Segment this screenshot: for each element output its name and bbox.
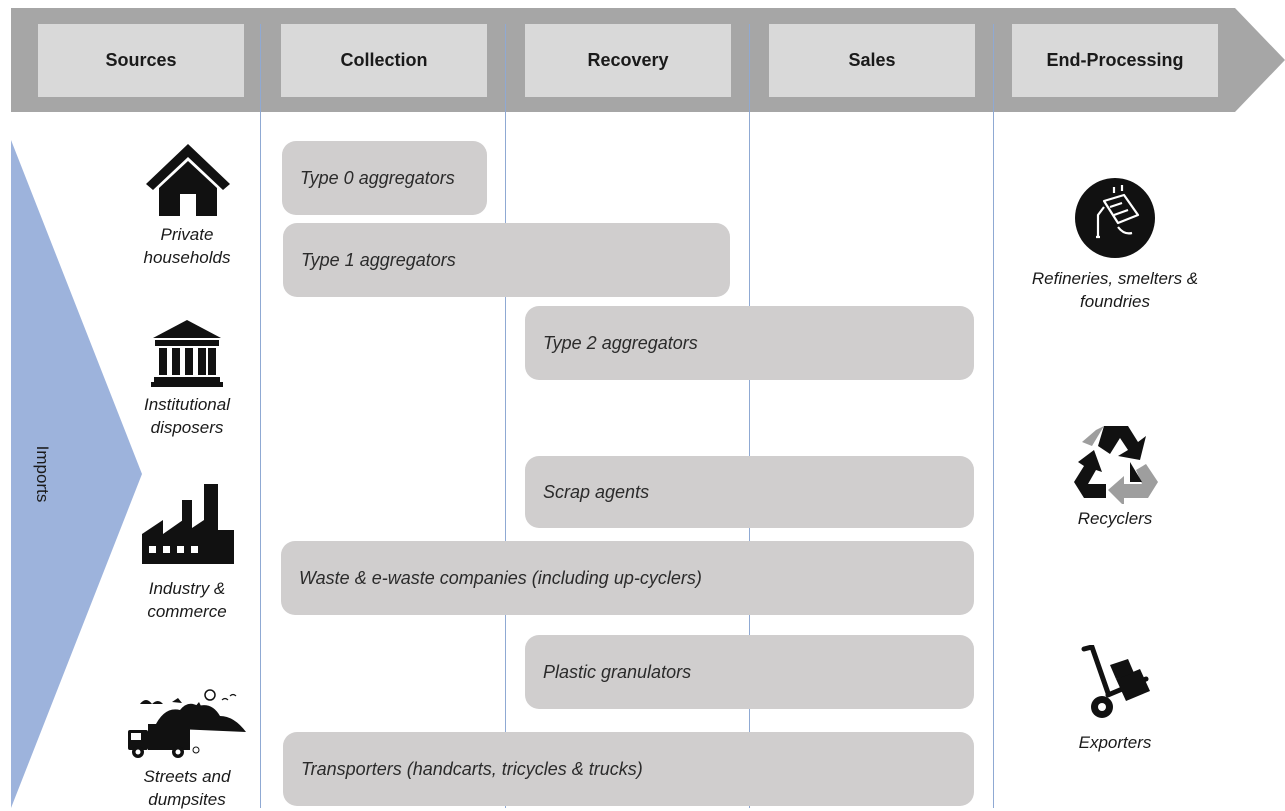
imports-triangle (11, 140, 142, 808)
source-label-streets-dumpsites: Streets and dumpsites (143, 767, 231, 809)
recycle-icon (1074, 426, 1158, 504)
actor-type-2-aggregators: Type 2 aggregators (525, 306, 974, 380)
end-label-recyclers: Recyclers (1077, 509, 1153, 528)
smelter-crucible-icon (1075, 178, 1155, 258)
actor-type-1-aggregators: Type 1 aggregators (283, 223, 730, 297)
end-label-refineries: Refineries, smelters & foundries (1031, 269, 1199, 311)
hand-truck-icon (1081, 645, 1150, 718)
house-icon (146, 144, 230, 216)
source-label-institutional-disposers: Institutional disposers (144, 395, 230, 437)
institution-icon (151, 320, 223, 387)
stage-sources: Sources (38, 24, 244, 97)
imports-label: Imports (33, 445, 52, 503)
stage-collection: Collection (281, 24, 487, 97)
column-divider (260, 24, 261, 808)
stage-end-processing: End-Processing (1012, 24, 1218, 97)
source-label-private-households: Private households (143, 225, 231, 267)
column-divider (749, 24, 750, 808)
actor-type-0-aggregators: Type 0 aggregators (282, 141, 487, 215)
actor-scrap-agents: Scrap agents (525, 456, 974, 528)
actor-waste-ewaste-companies: Waste & e-waste companies (including up-… (281, 541, 974, 615)
factory-icon (142, 484, 234, 564)
actor-plastic-granulators: Plastic granulators (525, 635, 974, 709)
end-label-exporters: Exporters (1078, 733, 1152, 752)
column-divider (993, 24, 994, 808)
actor-transporters: Transporters (handcarts, tricycles & tru… (283, 732, 974, 806)
stage-sales: Sales (769, 24, 975, 97)
dumpsite-truck-icon (128, 689, 246, 758)
source-label-industry-commerce: Industry & commerce (147, 579, 227, 621)
stage-recovery: Recovery (525, 24, 731, 97)
column-divider (505, 24, 506, 808)
